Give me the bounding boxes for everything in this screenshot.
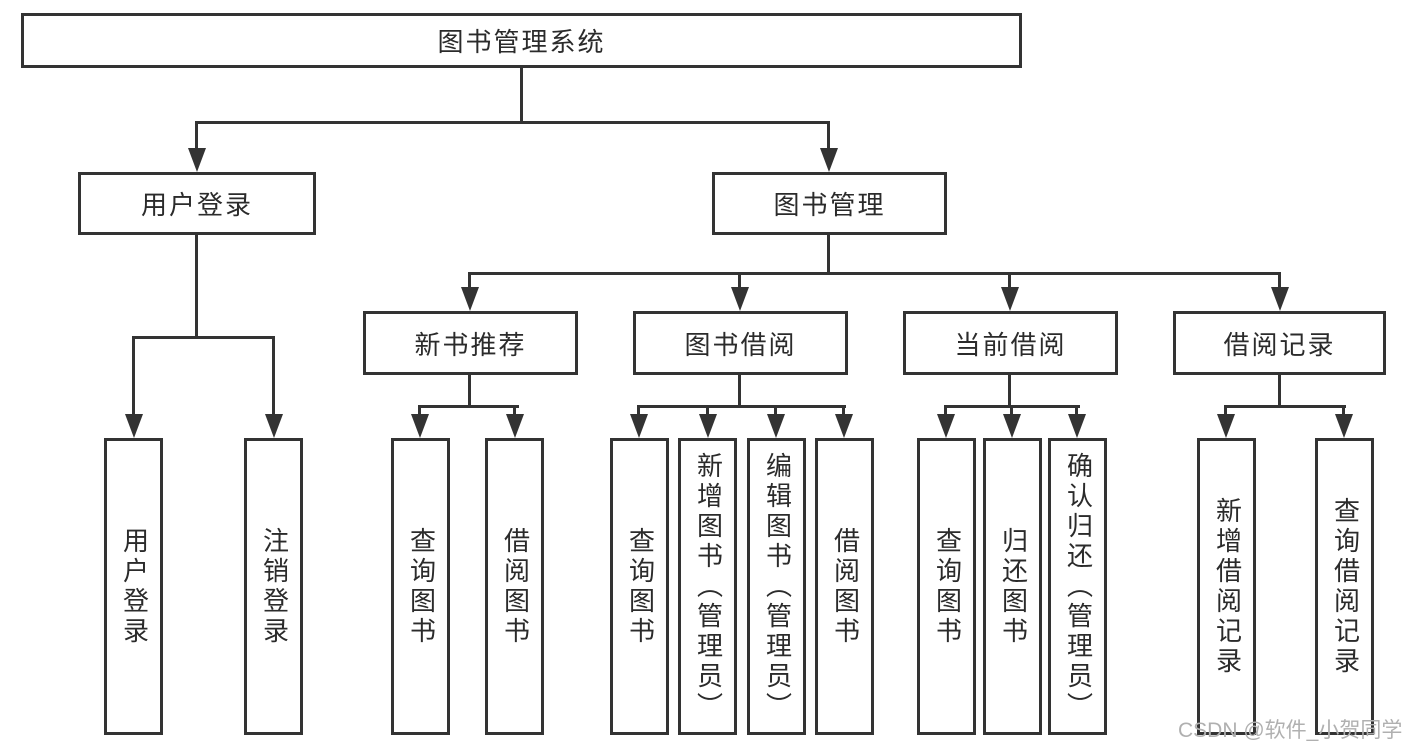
- arrow-down-icon: [630, 414, 648, 438]
- connector-root-hline: [195, 121, 830, 124]
- connector-shaft: [774, 405, 777, 417]
- connector-recommend-hline: [418, 405, 519, 408]
- connector-root-stem: [520, 68, 523, 121]
- leaf-user-login-label: 用户登录: [119, 526, 150, 647]
- connector-shaft: [1224, 405, 1227, 417]
- node-root-label: 图书管理系统: [437, 27, 606, 57]
- arrow-down-icon: [1068, 414, 1086, 438]
- connector-book-shaft-1: [468, 272, 471, 290]
- watermark-text: CSDN @软件_小贺同学: [1178, 719, 1403, 742]
- leaf-logout-label: 注销登录: [259, 526, 290, 647]
- arrow-down-icon: [1217, 414, 1235, 438]
- node-new-book-recommend-label: 新书推荐: [414, 329, 527, 360]
- connector-user-shaft-right: [272, 336, 275, 418]
- node-borrowing-records-label: 借阅记录: [1223, 329, 1336, 360]
- connector-shaft: [1010, 405, 1013, 417]
- connector-records-hline: [1224, 405, 1346, 408]
- arrow-down-icon: [188, 148, 206, 172]
- node-book-management: 图书管理: [712, 172, 947, 235]
- connector-shaft: [513, 405, 516, 417]
- connector-shaft: [1342, 405, 1345, 417]
- connector-recommend-stem: [468, 375, 471, 408]
- arrow-down-icon: [835, 414, 853, 438]
- arrow-down-icon: [506, 414, 524, 438]
- leaf-current-query-books-label: 查询图书: [932, 526, 963, 647]
- connector-book-shaft-3: [1008, 272, 1011, 290]
- leaf-edit-books-admin: 编辑图书（管理员）: [747, 438, 806, 735]
- arrow-down-icon: [411, 414, 429, 438]
- connector-shaft: [637, 405, 640, 417]
- connector-root-shaft-right: [827, 121, 830, 151]
- leaf-recommend-query-books: 查询图书: [391, 438, 450, 735]
- leaf-user-login: 用户登录: [104, 438, 163, 735]
- leaf-recommend-query-books-label: 查询图书: [406, 526, 437, 647]
- connector-shaft: [842, 405, 845, 417]
- arrow-down-icon: [461, 287, 479, 311]
- arrow-down-icon: [699, 414, 717, 438]
- connector-shaft: [944, 405, 947, 417]
- leaf-add-borrow-record: 新增借阅记录: [1197, 438, 1256, 735]
- leaf-add-books-admin-label: 新增图书（管理员）: [693, 451, 724, 722]
- connector-borrowing-stem: [738, 375, 741, 408]
- node-current-borrowing: 当前借阅: [903, 311, 1118, 375]
- connector-root-shaft-left: [195, 121, 198, 151]
- leaf-add-borrow-record-label: 新增借阅记录: [1212, 496, 1243, 677]
- node-book-borrowing-label: 图书借阅: [684, 329, 797, 360]
- connector-book-shaft-4: [1278, 272, 1281, 290]
- arrow-down-icon: [1003, 414, 1021, 438]
- connector-user-stem: [195, 235, 198, 339]
- arrow-down-icon: [1271, 287, 1289, 311]
- node-user-login-label: 用户登录: [140, 190, 253, 220]
- leaf-borrow-books: 借阅图书: [815, 438, 874, 735]
- node-new-book-recommend: 新书推荐: [363, 311, 578, 375]
- node-user-login: 用户登录: [78, 172, 316, 235]
- arrow-down-icon: [125, 414, 143, 438]
- leaf-return-books-label: 归还图书: [998, 526, 1029, 647]
- arrow-down-icon: [820, 148, 838, 172]
- leaf-confirm-return-admin: 确认归还（管理员）: [1048, 438, 1107, 735]
- leaf-logout: 注销登录: [244, 438, 303, 735]
- leaf-recommend-borrow-books-label: 借阅图书: [500, 526, 531, 647]
- connector-user-hline: [132, 336, 275, 339]
- node-root: 图书管理系统: [21, 13, 1022, 68]
- arrow-down-icon: [265, 414, 283, 438]
- leaf-edit-books-admin-label: 编辑图书（管理员）: [762, 451, 793, 722]
- leaf-borrowing-query-books: 查询图书: [610, 438, 669, 735]
- connector-borrowing-hline: [637, 405, 846, 408]
- leaf-return-books: 归还图书: [983, 438, 1042, 735]
- arrow-down-icon: [731, 287, 749, 311]
- node-current-borrowing-label: 当前借阅: [954, 329, 1067, 360]
- arrow-down-icon: [767, 414, 785, 438]
- leaf-query-borrow-record: 查询借阅记录: [1315, 438, 1374, 735]
- connector-book-shaft-2: [738, 272, 741, 290]
- node-borrowing-records: 借阅记录: [1173, 311, 1386, 375]
- connector-current-stem: [1008, 375, 1011, 408]
- connector-shaft: [418, 405, 421, 417]
- leaf-add-books-admin: 新增图书（管理员）: [678, 438, 737, 735]
- leaf-confirm-return-admin-label: 确认归还（管理员）: [1063, 451, 1094, 722]
- connector-shaft: [706, 405, 709, 417]
- connector-records-stem: [1278, 375, 1281, 408]
- connector-book-hline: [468, 272, 1281, 275]
- leaf-current-query-books: 查询图书: [917, 438, 976, 735]
- leaf-recommend-borrow-books: 借阅图书: [485, 438, 544, 735]
- node-book-management-label: 图书管理: [773, 190, 886, 220]
- arrow-down-icon: [1001, 287, 1019, 311]
- leaf-query-borrow-record-label: 查询借阅记录: [1330, 496, 1361, 677]
- node-book-borrowing: 图书借阅: [633, 311, 848, 375]
- connector-user-shaft-left: [132, 336, 135, 418]
- arrow-down-icon: [1335, 414, 1353, 438]
- leaf-borrow-books-label: 借阅图书: [830, 526, 861, 647]
- connector-shaft: [1075, 405, 1078, 417]
- connector-book-stem: [827, 235, 830, 275]
- arrow-down-icon: [937, 414, 955, 438]
- leaf-borrowing-query-books-label: 查询图书: [625, 526, 656, 647]
